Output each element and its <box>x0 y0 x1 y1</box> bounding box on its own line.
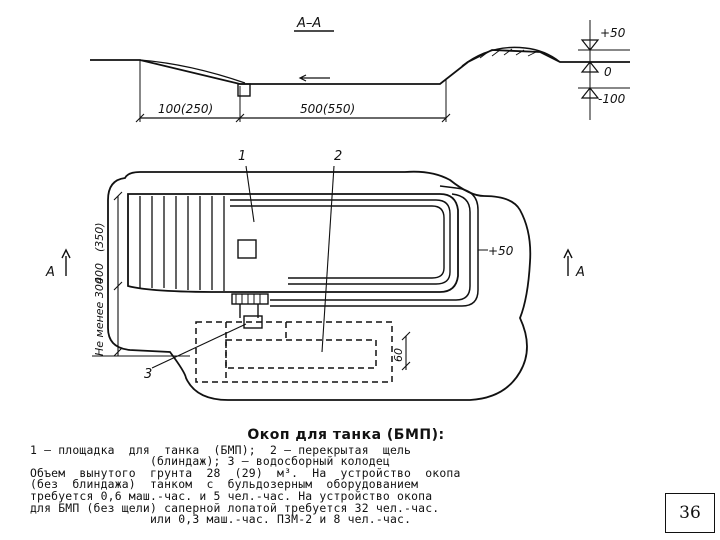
elev-mark-plus50 <box>580 39 600 51</box>
right-parapet <box>461 46 561 67</box>
dim-ticks-plan <box>113 191 123 357</box>
elev-mark-minus100 <box>580 87 600 99</box>
elevation-label-zero: 0 <box>604 65 612 79</box>
callout-leader-2 <box>321 165 335 353</box>
dim-ticks <box>135 113 451 123</box>
plan-elevation: +50 <box>488 244 514 258</box>
caption-line: 1 — площадка для танка (БМП); 2 — перекр… <box>30 442 412 457</box>
left-parapet <box>139 59 246 84</box>
caption-line: требуется 0,6 маш.-час. и 5 чел.-час. На… <box>30 488 433 503</box>
dim-60-ticks <box>401 331 411 371</box>
section-view: А–А <box>90 16 630 123</box>
callout-leader-3 <box>151 323 247 369</box>
platform-contour-3 <box>230 205 445 279</box>
dimension-label-500: 500(550) <box>300 102 355 116</box>
elevation-label-minus100: -100 <box>598 92 626 106</box>
caption-line: для БМП (без щели) саперной лопатой треб… <box>30 500 440 515</box>
outer-parapet-contour <box>107 170 532 401</box>
passage-hatch <box>235 294 261 304</box>
section-title: А–А <box>296 16 321 31</box>
caption-line: (блиндаж); 3 — водосборный колодец <box>150 454 390 469</box>
section-arrow-left <box>61 248 71 259</box>
dimension-label-100: 100(250) <box>158 102 213 116</box>
dim-60: 60 <box>392 348 405 362</box>
callout-3: 3 <box>144 367 152 382</box>
dim-400: 400 <box>93 263 106 284</box>
caption-line: Объем вынутого грунта 28 (29) м³. На уст… <box>30 465 461 480</box>
section-sump <box>237 83 251 97</box>
caption-line: (без блиндажа) танком с бульдозерным обо… <box>30 477 419 492</box>
outer-contour-a <box>270 193 471 301</box>
diagram-caption: Окоп для танка (БМП): 1 — площадка для т… <box>30 427 662 527</box>
platform-marker <box>237 239 257 259</box>
caption-line: или 0,3 маш.-час. ПЗМ-2 и 8 чел.-час. <box>150 512 412 527</box>
plan-view <box>61 165 573 401</box>
section-arrow-right <box>563 248 573 259</box>
callout-1: 1 <box>238 149 246 164</box>
dim-350: (350) <box>93 222 106 252</box>
section-mark-right: А <box>575 265 585 280</box>
tank-platform <box>127 193 459 293</box>
platform-contour-2 <box>230 199 451 285</box>
dim-min-300: Не менее 300 <box>93 277 106 356</box>
right-parapet-hatching <box>479 48 537 59</box>
passage-block <box>231 293 269 305</box>
callout-2: 2 <box>334 149 342 164</box>
section-mark-left: А <box>45 265 55 280</box>
slope-arrow <box>298 74 330 82</box>
callout-leader-1 <box>245 165 255 223</box>
covered-slit <box>195 321 393 383</box>
elev-mark-zero <box>580 61 600 73</box>
elevation-label-plus50: +50 <box>600 26 626 40</box>
page-number: 36 <box>665 493 715 533</box>
ramp-hatching <box>139 196 225 291</box>
caption-title: Окоп для танка (БМП): <box>247 427 445 443</box>
drainage-well <box>243 315 263 329</box>
